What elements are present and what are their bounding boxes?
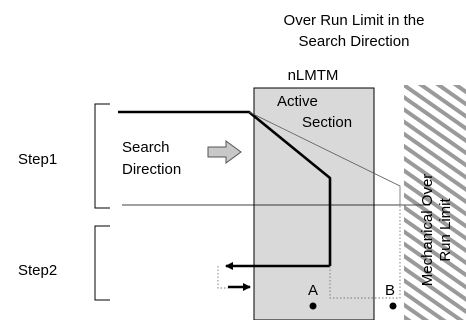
zone-name-label: nLMTM <box>288 67 339 84</box>
point-b-label: B <box>385 282 395 299</box>
step1-label: Step1 <box>18 151 57 168</box>
step1-bracket <box>94 103 110 209</box>
point-b-dot <box>389 302 397 310</box>
mechanical-limit-hatch <box>404 85 466 320</box>
point-a-label: A <box>308 282 318 299</box>
step2-bracket <box>94 225 110 301</box>
search-direction-label-2: Direction <box>122 161 181 178</box>
title-line-2: Search Direction <box>299 33 410 50</box>
step1-trajectory <box>118 110 332 205</box>
active-section-box <box>253 87 375 320</box>
mechanical-limit-label-2: Run Limit <box>437 197 454 261</box>
point-a-dot <box>309 302 317 310</box>
step2-label: Step2 <box>18 262 57 279</box>
dotted-connector-left <box>217 266 228 289</box>
search-direction-arrow-icon <box>207 140 242 164</box>
guide-line-outer <box>248 111 401 205</box>
dotted-connector-right <box>329 205 401 299</box>
mechanical-limit-label-1: Mechanical Over <box>419 174 436 287</box>
active-section-label-2: Section <box>302 114 352 131</box>
search-direction-label-1: Search <box>122 139 170 156</box>
title-line-1: Over Run Limit in the <box>284 12 425 29</box>
active-section-label-1: Active <box>277 93 318 110</box>
